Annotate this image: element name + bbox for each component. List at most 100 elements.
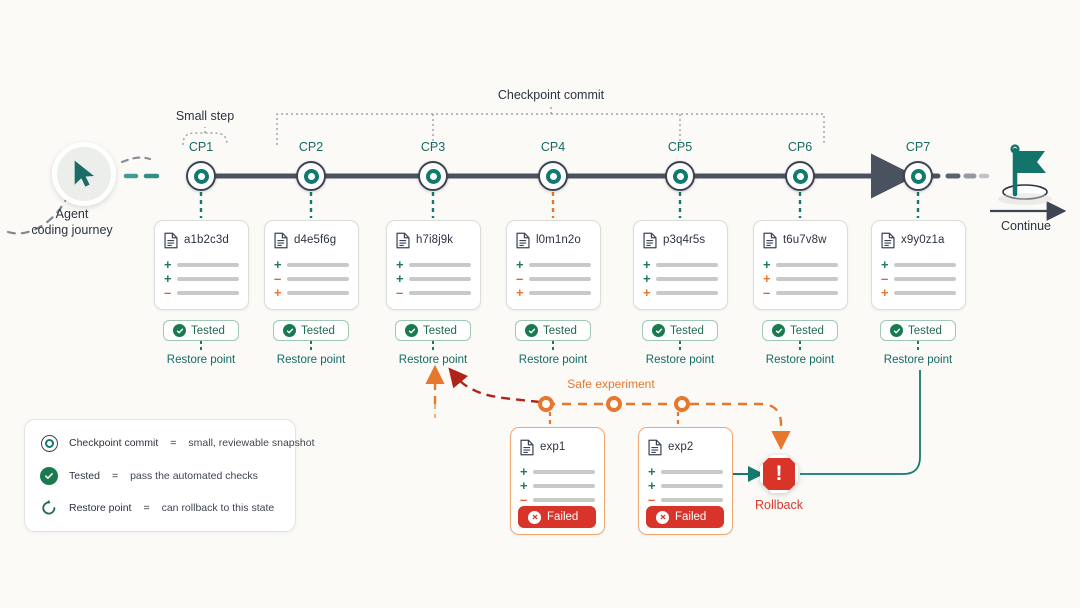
diff-row: + bbox=[396, 272, 471, 286]
diff-sign: + bbox=[648, 464, 656, 479]
restore-point-label-cp2[interactable]: Restore point bbox=[276, 354, 346, 366]
legend-term: Checkpoint commit bbox=[69, 437, 159, 449]
checkpoint-node-cp6[interactable] bbox=[785, 161, 815, 191]
restore-point-label-cp4[interactable]: Restore point bbox=[518, 354, 588, 366]
diff-bar bbox=[533, 498, 595, 502]
experiment-node-3[interactable] bbox=[674, 396, 690, 412]
diff-bar bbox=[409, 291, 471, 295]
diff-bar bbox=[177, 263, 239, 267]
checkpoint-node-cp2[interactable] bbox=[296, 161, 326, 191]
legend-equals: = bbox=[111, 469, 119, 482]
failed-badge-exp2[interactable]: Failed bbox=[646, 506, 724, 528]
diff-bar bbox=[656, 263, 718, 267]
agent-caption-line1: Agent bbox=[55, 207, 89, 221]
commit-card-cp5[interactable]: p3q4r5s+++ bbox=[633, 220, 728, 310]
tested-badge-cp7[interactable]: Tested bbox=[880, 320, 956, 341]
restore-point-label-cp6[interactable]: Restore point bbox=[765, 354, 835, 366]
tested-label: Tested bbox=[191, 324, 225, 337]
check-circle-icon bbox=[890, 324, 903, 337]
diff-sign: + bbox=[516, 285, 524, 300]
commit-card-cp4[interactable]: l0m1n2o+–+ bbox=[506, 220, 601, 310]
rollback-label: Rollback bbox=[755, 498, 803, 512]
checkpoint-label-cp5[interactable]: CP5 bbox=[667, 140, 693, 154]
diff-row: – bbox=[516, 272, 591, 286]
checkpoint-node-cp4[interactable] bbox=[538, 161, 568, 191]
diff-row: + bbox=[881, 258, 956, 272]
commit-card-cp3[interactable]: h7i8j9k++– bbox=[386, 220, 481, 310]
checkpoint-node-cp5[interactable] bbox=[665, 161, 695, 191]
checkpoint-label-cp1[interactable]: CP1 bbox=[188, 140, 214, 154]
diff-bar bbox=[287, 263, 349, 267]
commit-card-cp1[interactable]: a1b2c3d++– bbox=[154, 220, 249, 310]
badge-restore-connectors bbox=[200, 341, 919, 352]
checkpoint-label-cp3[interactable]: CP3 bbox=[420, 140, 446, 154]
experiment-node-2[interactable] bbox=[606, 396, 622, 412]
diff-row: – bbox=[164, 286, 239, 300]
diff-row: + bbox=[164, 258, 239, 272]
commit-id: t6u7v8w bbox=[783, 234, 827, 246]
continue-label: Continue bbox=[1000, 219, 1052, 233]
diff-sign: + bbox=[396, 257, 404, 272]
restore-point-label-cp5[interactable]: Restore point bbox=[645, 354, 715, 366]
checkpoint-commit-label: Checkpoint commit bbox=[497, 88, 605, 102]
file-icon bbox=[520, 439, 534, 455]
diff-sign: + bbox=[643, 271, 651, 286]
checkpoint-label-cp2[interactable]: CP2 bbox=[298, 140, 324, 154]
restore-point-label-cp1[interactable]: Restore point bbox=[166, 354, 236, 366]
check-circle-icon bbox=[39, 466, 59, 486]
diff-bar bbox=[529, 291, 591, 295]
checkpoint-node-cp1[interactable] bbox=[186, 161, 216, 191]
x-circle-icon bbox=[656, 510, 669, 524]
goal-flag-icon bbox=[1005, 142, 1051, 203]
diff-row: + bbox=[881, 286, 956, 300]
diff-list: ++– bbox=[164, 258, 239, 300]
diff-bar bbox=[661, 498, 723, 502]
diff-row: + bbox=[520, 479, 595, 493]
diff-bar bbox=[409, 277, 471, 281]
tested-badge-cp2[interactable]: Tested bbox=[273, 320, 349, 341]
file-icon bbox=[516, 232, 530, 248]
diff-list: +++ bbox=[643, 258, 718, 300]
tested-label: Tested bbox=[908, 324, 942, 337]
tested-badge-cp4[interactable]: Tested bbox=[515, 320, 591, 341]
tested-badge-cp3[interactable]: Tested bbox=[395, 320, 471, 341]
failed-label: Failed bbox=[675, 511, 707, 523]
diff-list: ++– bbox=[648, 465, 723, 507]
restore-point-label-cp7[interactable]: Restore point bbox=[883, 354, 953, 366]
legend-desc: small, reviewable snapshot bbox=[188, 437, 315, 449]
checkpoint-label-cp6[interactable]: CP6 bbox=[787, 140, 813, 154]
diff-row: + bbox=[396, 258, 471, 272]
diff-sign: + bbox=[274, 285, 282, 300]
experiment-id: exp1 bbox=[540, 441, 566, 453]
file-icon bbox=[881, 232, 895, 248]
tested-label: Tested bbox=[301, 324, 335, 337]
checkpoint-label-cp7[interactable]: CP7 bbox=[905, 140, 931, 154]
diff-bar bbox=[776, 277, 838, 281]
failed-badge-exp1[interactable]: Failed bbox=[518, 506, 596, 528]
diff-bar bbox=[656, 277, 718, 281]
checkpoint-label-cp4[interactable]: CP4 bbox=[540, 140, 566, 154]
commit-card-cp7[interactable]: x9y0z1a+–+ bbox=[871, 220, 966, 310]
commit-card-cp6[interactable]: t6u7v8w++– bbox=[753, 220, 848, 310]
check-circle-icon bbox=[283, 324, 296, 337]
legend-box: Checkpoint commit = small, reviewable sn… bbox=[24, 419, 314, 532]
checkpoint-ring-icon bbox=[672, 168, 688, 184]
tested-badge-cp5[interactable]: Tested bbox=[642, 320, 718, 341]
diff-list: ++– bbox=[396, 258, 471, 300]
experiment-node-1[interactable] bbox=[538, 396, 554, 412]
diff-row: – bbox=[881, 272, 956, 286]
checkpoint-node-cp7[interactable] bbox=[903, 161, 933, 191]
restore-point-label-cp3[interactable]: Restore point bbox=[398, 354, 468, 366]
diff-row: + bbox=[643, 272, 718, 286]
tested-badge-cp6[interactable]: Tested bbox=[762, 320, 838, 341]
diff-row: + bbox=[164, 272, 239, 286]
diff-row: + bbox=[763, 258, 838, 272]
diff-bar bbox=[661, 470, 723, 474]
commit-card-cp2[interactable]: d4e5f6g+–+ bbox=[264, 220, 359, 310]
file-icon bbox=[164, 232, 178, 248]
check-circle-icon bbox=[405, 324, 418, 337]
diff-sign: – bbox=[164, 285, 172, 300]
diff-row: – bbox=[396, 286, 471, 300]
tested-badge-cp1[interactable]: Tested bbox=[163, 320, 239, 341]
checkpoint-node-cp3[interactable] bbox=[418, 161, 448, 191]
